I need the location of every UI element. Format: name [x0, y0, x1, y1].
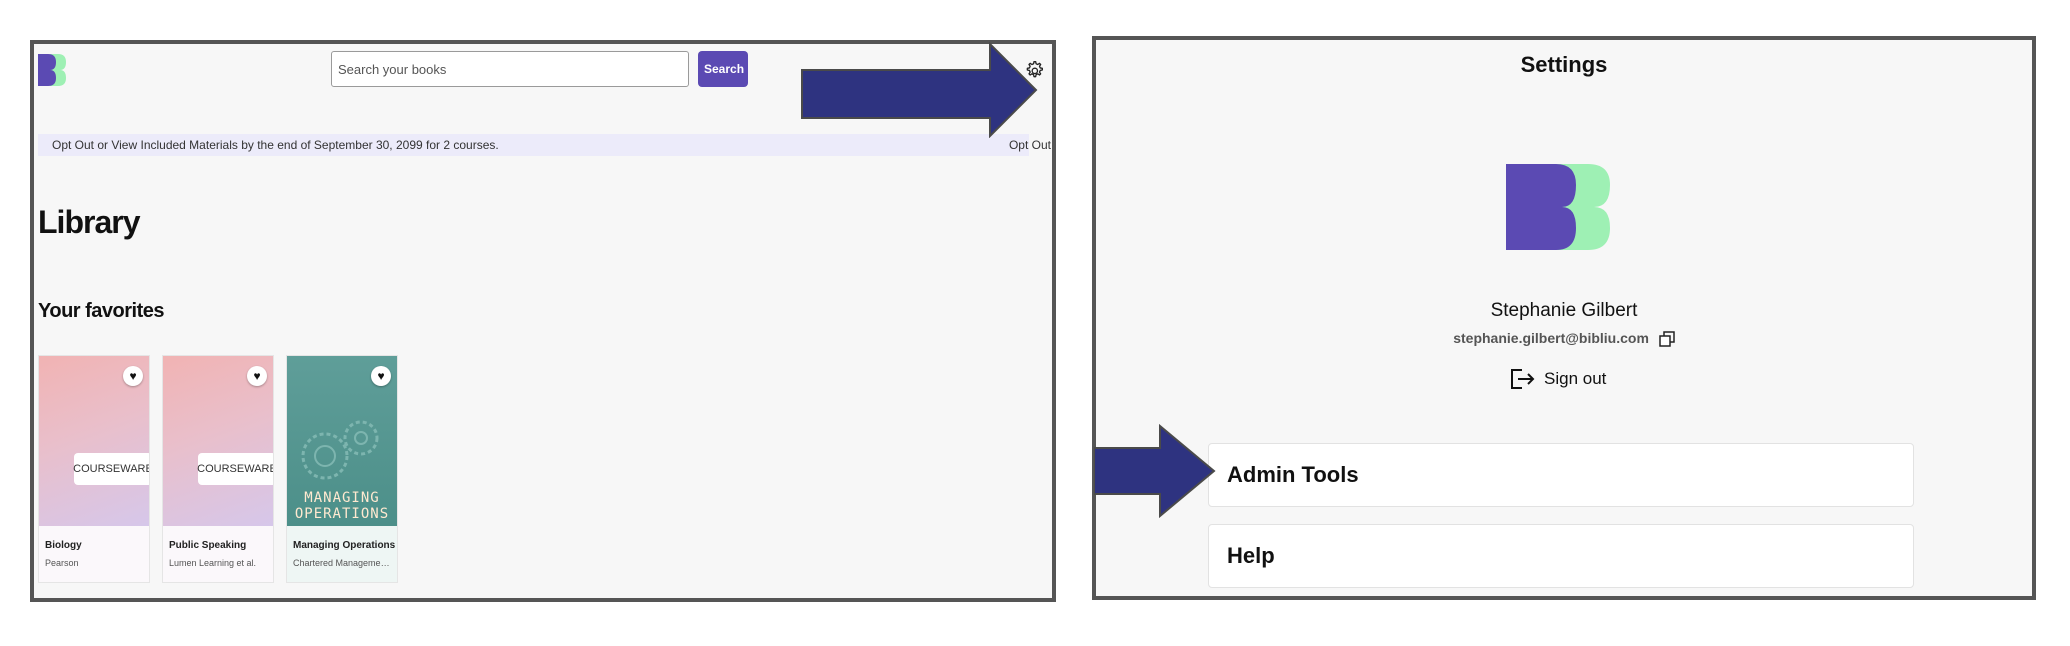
menu-item-label: Admin Tools: [1227, 462, 1359, 487]
cover-label: COURSEWARE: [73, 453, 149, 485]
heart-icon[interactable]: ♥: [247, 366, 267, 386]
book-author: Chartered Management Ins...: [293, 558, 393, 568]
sign-out-button[interactable]: Sign out: [1510, 368, 1606, 390]
gears-decoration: [301, 420, 379, 480]
arrow-pointer: [801, 42, 1038, 138]
cover-label: COURSEWARE: [197, 453, 273, 485]
book-card[interactable]: ♥ COURSEWARE Biology Pearson: [38, 355, 150, 583]
page-title: Library: [38, 204, 140, 240]
search-button[interactable]: Search: [698, 51, 748, 87]
heart-icon[interactable]: ♥: [123, 366, 143, 386]
book-card[interactable]: ♥ COURSEWARE Public Speaking Lumen Learn…: [162, 355, 274, 583]
book-info: Managing Operations Chartered Management…: [287, 526, 397, 582]
library-screen: Search Opt Out or View Included Material…: [30, 40, 1056, 602]
book-title: Managing Operations: [293, 540, 396, 551]
email-row: stephanie.gilbert@bibliu.com: [1096, 330, 2032, 348]
logo-icon[interactable]: [38, 54, 66, 86]
sign-out-icon: [1511, 369, 1535, 389]
book-card[interactable]: ♥ MANAGING OPERATIONS Managing Operation…: [286, 355, 398, 583]
settings-screen: Settings Stephanie Gilbert stephanie.gil…: [1092, 36, 2036, 600]
help-item[interactable]: Help: [1208, 524, 1914, 588]
user-name: Stephanie Gilbert: [1490, 300, 1638, 321]
heart-icon[interactable]: ♥: [371, 366, 391, 386]
book-author: Lumen Learning et al.: [169, 558, 257, 568]
banner-text: Opt Out or View Included Materials by th…: [52, 138, 499, 152]
logo-icon: [1506, 164, 1610, 250]
copy-icon[interactable]: [1659, 331, 1675, 348]
book-info: Biology Pearson: [39, 526, 149, 582]
search-input[interactable]: [331, 51, 689, 87]
opt-out-link[interactable]: Opt Out: [1008, 138, 1051, 152]
book-title: Biology: [45, 540, 82, 551]
gear-icon[interactable]: [1024, 60, 1044, 80]
admin-tools-item[interactable]: Admin Tools: [1208, 443, 1914, 507]
book-info: Public Speaking Lumen Learning et al.: [163, 526, 273, 582]
menu-item-label: Help: [1227, 543, 1275, 568]
book-cover: ♥ MANAGING OPERATIONS: [287, 356, 397, 526]
favorites-heading: Your favorites: [38, 300, 165, 322]
cover-label: MANAGING OPERATIONS: [294, 490, 390, 522]
book-title: Public Speaking: [169, 540, 247, 551]
sign-out-label: Sign out: [1544, 369, 1607, 388]
arrow-pointer: [1094, 424, 1216, 518]
settings-title: Settings: [1520, 52, 1608, 77]
book-cover: ♥ COURSEWARE: [39, 356, 149, 526]
user-email: stephanie.gilbert@bibliu.com: [1453, 330, 1649, 346]
opt-out-banner: Opt Out or View Included Materials by th…: [38, 134, 1051, 156]
book-cover: ♥ COURSEWARE: [163, 356, 273, 526]
book-author: Pearson: [45, 558, 79, 568]
